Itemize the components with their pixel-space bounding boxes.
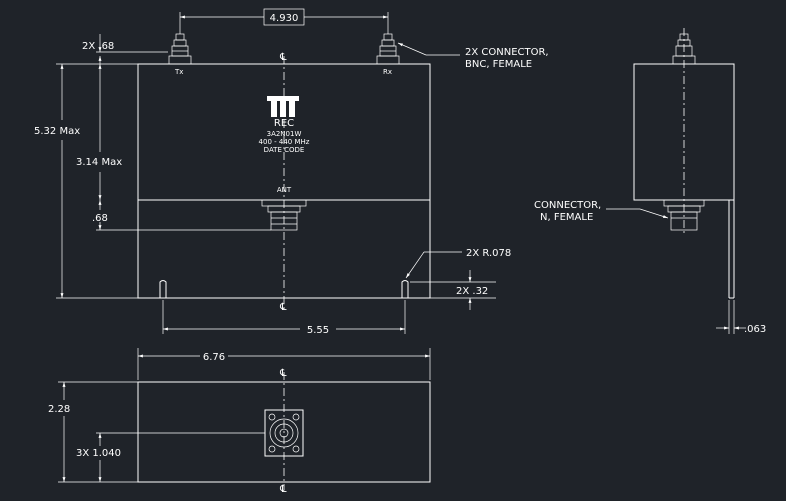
dim-ant-offset: .68 [92, 213, 108, 224]
tx-bnc-connector-icon [168, 33, 192, 65]
callout-bnc-line2: BNC, FEMALE [465, 59, 532, 70]
right-slot [401, 280, 409, 298]
left-slot [159, 280, 167, 298]
dim-slot-spacing: 5.55 [307, 325, 329, 336]
centerline-mark-top: ℄ [279, 52, 287, 63]
date-code: DATE CODE [264, 146, 305, 154]
front-view: Tx Rx REC 3A2N01W 400 - 440 MHz DATE COD… [34, 8, 549, 336]
centerline-mark-bottom: ℄ [279, 302, 287, 313]
callout-bnc-line1: 2X CONNECTOR, [465, 47, 549, 58]
bottom-centerline-mark-top: ℄ [279, 368, 287, 379]
dim-bottom-depth: 2.28 [48, 404, 70, 415]
bottom-view: ℄ ℄ 6.76 2.28 3X 1.040 [48, 348, 431, 495]
tx-label: Tx [174, 68, 183, 76]
rx-label: Rx [383, 68, 392, 76]
bottom-centerline-mark-bottom: ℄ [279, 484, 287, 495]
dim-slot-depth: 2X .32 [456, 286, 488, 297]
bottom-body-outline [137, 381, 431, 483]
dim-connector-height: 2X .68 [82, 41, 114, 52]
dim-bottom-offset: 3X 1.040 [76, 448, 121, 459]
dim-overall-width: 6.76 [203, 352, 225, 363]
model-number: 3A2N01W [267, 130, 302, 138]
callout-n-line1: CONNECTOR, [534, 200, 601, 211]
rx-bnc-connector-icon [376, 33, 400, 65]
rec-logo-icon [267, 96, 299, 117]
dim-body-height: 3.14 Max [76, 157, 122, 168]
callout-n-line2: N, FEMALE [540, 212, 593, 223]
dim-overall-height: 5.32 Max [34, 126, 80, 137]
dim-connector-spacing: 4.930 [270, 13, 299, 24]
dim-bracket-thickness: .063 [744, 324, 766, 335]
dim-slot-radius: 2X R.078 [466, 248, 511, 259]
side-view: CONNECTOR, N, FEMALE .063 [534, 28, 766, 335]
